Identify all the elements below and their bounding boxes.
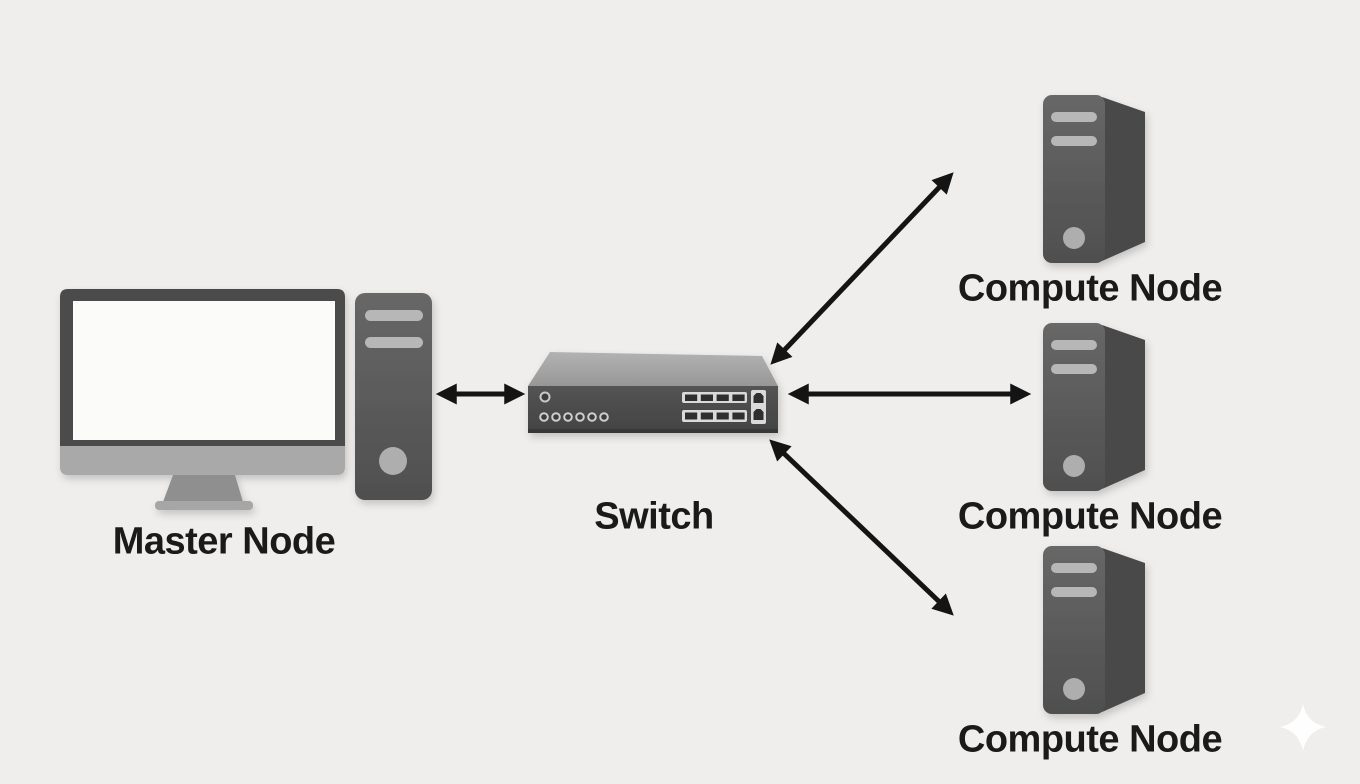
connection-arrows <box>435 172 1032 616</box>
switch-icon <box>528 352 778 433</box>
sparkle-icon <box>1280 704 1326 751</box>
compute-node-1-label: Compute Node <box>957 267 1223 310</box>
compute-node-1-icon <box>1043 95 1145 263</box>
arrow-switch-compute-1 <box>770 172 954 365</box>
monitor-icon <box>60 289 345 510</box>
compute-node-3-icon <box>1043 546 1145 714</box>
switch-label: Switch <box>594 495 714 538</box>
master-node-label: Master Node <box>112 520 336 563</box>
compute-node-2-icon <box>1043 323 1145 491</box>
master-node-icon <box>60 289 432 510</box>
switch-ports <box>682 390 766 424</box>
compute-node-2-label: Compute Node <box>957 495 1223 538</box>
compute-node-3-label: Compute Node <box>957 718 1223 761</box>
master-tower-icon <box>355 293 432 500</box>
switch-leds <box>539 391 609 422</box>
arrow-switch-compute-3 <box>769 439 954 616</box>
